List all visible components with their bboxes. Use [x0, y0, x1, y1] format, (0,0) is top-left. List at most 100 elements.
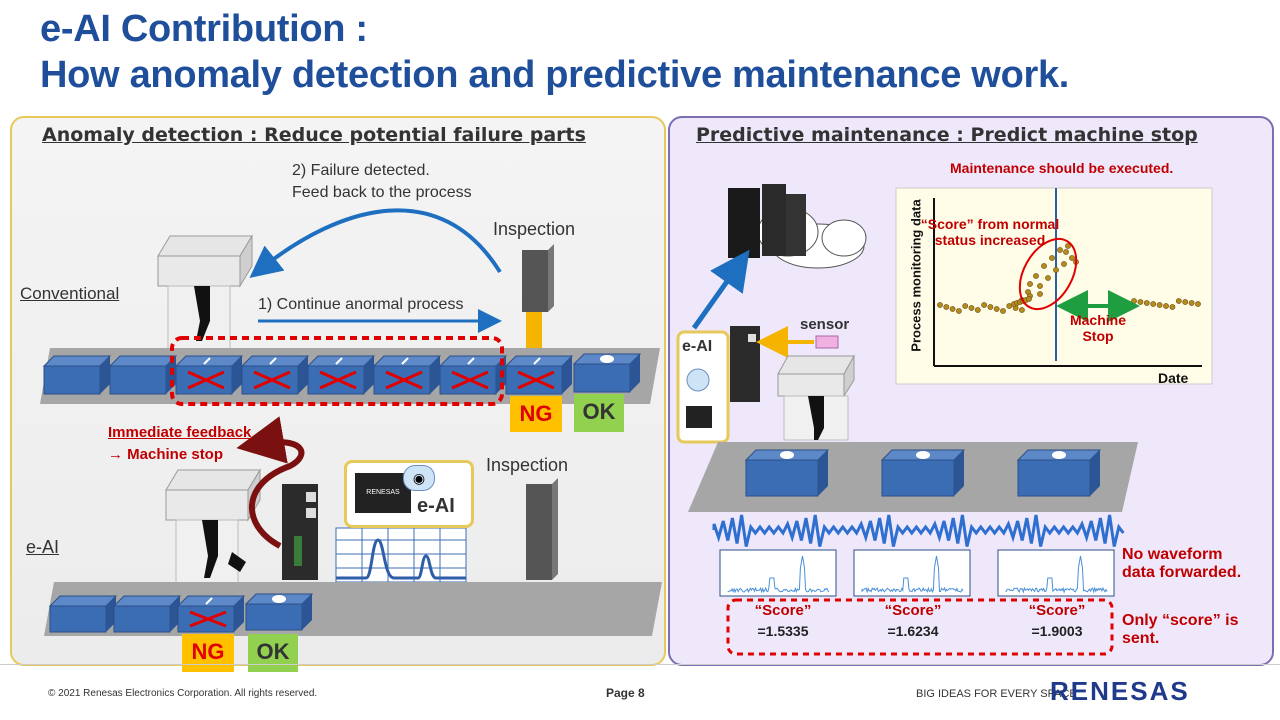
server-rack-icon [728, 184, 806, 258]
score-value: =1.9003 [1012, 623, 1102, 639]
top-boxes [44, 354, 640, 394]
ng-badge-bottom: NG [182, 634, 234, 672]
workpiece-box [882, 450, 964, 496]
workpiece-box [308, 356, 374, 394]
data-dot [1163, 303, 1168, 308]
vibration-wave [714, 515, 1123, 547]
workpiece-box [440, 356, 506, 394]
eai-controller-device [282, 484, 318, 580]
upload-arrow [694, 266, 738, 328]
data-dot [1138, 299, 1143, 304]
data-dot [1037, 283, 1042, 288]
sensor-label: sensor [800, 316, 849, 333]
mini-spectrum [854, 550, 970, 596]
brain-icon: ◉ [403, 465, 435, 491]
data-dot [1189, 300, 1194, 305]
data-dot [1195, 301, 1200, 306]
data-dot [1033, 273, 1038, 278]
machine-stop-line-1: Machine [1066, 312, 1130, 328]
score-item-1: “Score” =1.5335 [738, 602, 828, 639]
eai-badge: e-AI [417, 495, 455, 518]
data-dot [1019, 307, 1024, 312]
mini-spectrum [720, 550, 836, 596]
ok-badge-bottom: OK [248, 634, 298, 672]
data-dot [1026, 296, 1031, 301]
data-dot [1170, 304, 1175, 309]
data-dot [944, 304, 949, 309]
data-dot [1157, 302, 1162, 307]
no-waveform-line-2: data forwarded. [1122, 564, 1241, 582]
inspection-label-top: Inspection [493, 219, 575, 240]
page-title: e-AI Contribution : How anomaly detectio… [40, 6, 1069, 98]
copyright: © 2021 Renesas Electronics Corporation. … [48, 688, 317, 699]
data-dot [1063, 249, 1068, 254]
no-waveform-line-1: No waveform [1122, 546, 1241, 564]
workpiece-box [110, 356, 176, 394]
data-dot [1000, 308, 1005, 313]
sensor-icon [816, 336, 838, 348]
data-dot [1057, 247, 1062, 252]
waveform-plot [336, 528, 466, 582]
data-dot [988, 304, 993, 309]
score-item-3: “Score” =1.9003 [1012, 602, 1102, 639]
chart-y-label: Process monitoring data [909, 186, 924, 366]
score-value: =1.5335 [738, 623, 828, 639]
page-number: Page 8 [606, 686, 645, 700]
eai-callout: RENESAS ◉ e-AI [344, 460, 474, 528]
data-dot [1144, 300, 1149, 305]
data-dot [1053, 267, 1058, 272]
right-boxes [746, 450, 1100, 496]
title-line-1: e-AI Contribution : [40, 6, 1069, 52]
data-dot [950, 306, 955, 311]
workpiece-box [1018, 450, 1100, 496]
workpiece-box [114, 596, 180, 632]
press-machine-bottom [166, 470, 260, 586]
title-line-2: How anomaly detection and predictive mai… [40, 52, 1069, 98]
footer-divider [0, 664, 1280, 665]
only-score-line-2: sent. [1122, 630, 1239, 648]
workpiece-box [746, 450, 828, 496]
mini-spectrum-plots [720, 550, 1114, 596]
data-dot [1027, 281, 1032, 286]
score-label: “Score” [1012, 602, 1102, 619]
machine-stop-label: Machine Stop [1066, 312, 1130, 344]
immediate-feedback-line-2: → Machine stop [108, 446, 223, 463]
inspection-tower-top [522, 244, 554, 366]
eai-controller-right [730, 326, 760, 402]
data-dot [994, 306, 999, 311]
continue-process-label: 1) Continue anormal process [258, 296, 463, 314]
data-dot [1037, 291, 1042, 296]
press-machine-top [158, 236, 252, 356]
data-dot [969, 305, 974, 310]
only-score-line-1: Only “score” is [1122, 612, 1239, 630]
workpiece-box [574, 354, 640, 392]
workpiece-box [176, 356, 242, 394]
data-dot [1069, 255, 1074, 260]
chart-x-label: Date [1158, 370, 1188, 386]
no-waveform-note: No waveform data forwarded. [1122, 546, 1241, 582]
score-item-2: “Score” =1.6234 [868, 602, 958, 639]
inspection-label-bottom: Inspection [486, 455, 568, 476]
data-dot [963, 303, 968, 308]
workpiece-box [50, 596, 116, 632]
data-dot [937, 302, 942, 307]
data-dot [1061, 261, 1066, 266]
machine-stop-line-2: Stop [1066, 328, 1130, 344]
score-note-line-2: status increased [920, 232, 1060, 248]
chip-brand: RENESAS [366, 489, 399, 496]
feedback-curve-arrow [262, 210, 500, 272]
failure-line-1: 2) Failure detected. [292, 162, 472, 180]
failure-detected-text: 2) Failure detected. Feed back to the pr… [292, 162, 472, 202]
inspection-tower-bottom [526, 478, 558, 580]
data-dot [975, 307, 980, 312]
score-value: =1.6234 [868, 623, 958, 639]
data-dot [1131, 298, 1136, 303]
data-dot [956, 308, 961, 313]
data-dot [1183, 299, 1188, 304]
workpiece-box [178, 596, 244, 632]
ng-badge-top: NG [510, 396, 562, 432]
only-score-note: Only “score” is sent. [1122, 612, 1239, 648]
eai-label-left: e-AI [26, 537, 59, 558]
data-dot [1045, 275, 1050, 280]
renesas-logo: RENESAS [1050, 676, 1190, 707]
